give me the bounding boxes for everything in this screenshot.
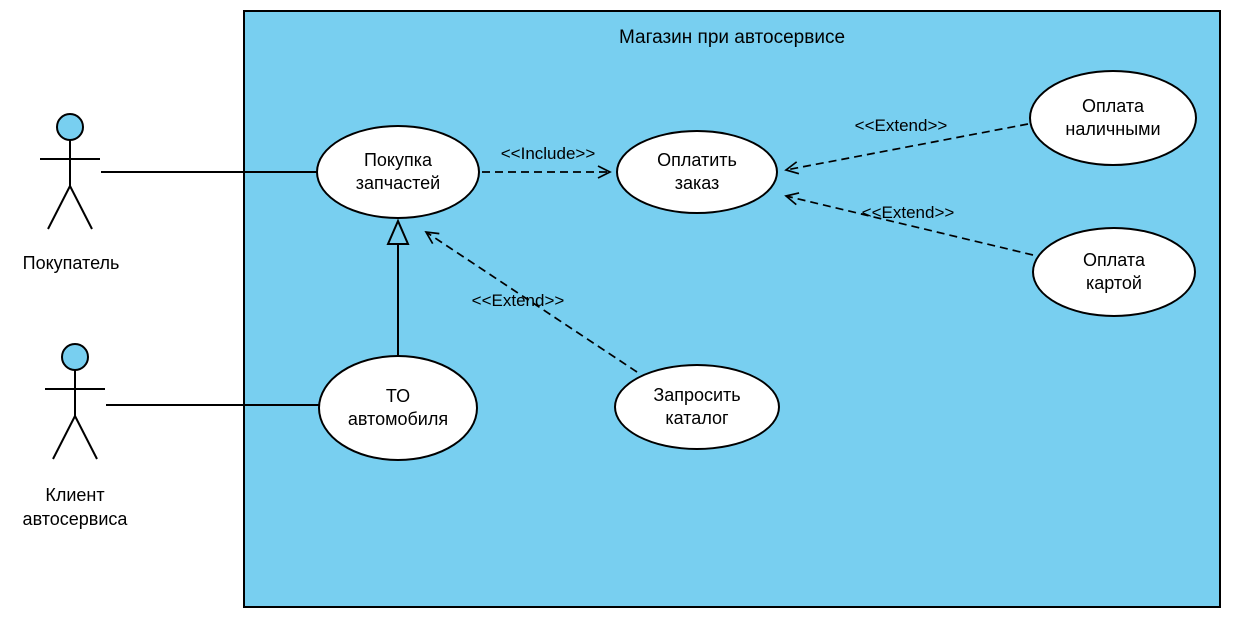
usecase-purchase-parts-label: Покупка запчастей [355,149,441,193]
actor-service-client[interactable] [45,343,105,460]
include-label: <<Include>> [500,144,596,163]
actor-buyer-label: Покупатель [22,253,120,273]
usecase-pay-card[interactable]: Оплата картой [1032,227,1196,317]
actor-service-client-leg-right [74,415,98,460]
extend-label-card: <<Extend>> [861,203,955,222]
usecase-car-maintenance[interactable]: ТО автомобиля [318,355,478,461]
usecase-pay-order-label: Оплатить заказ [657,149,737,193]
usecase-purchase-parts[interactable]: Покупка запчастей [316,125,480,219]
actor-buyer-leg-right [69,185,93,230]
extend-label-catalog: <<Extend>> [471,291,565,310]
actor-buyer-leg-left [47,185,71,230]
usecase-pay-order[interactable]: Оплатить заказ [616,130,778,214]
extend-arrow-catalog-purchase [424,230,638,373]
usecase-pay-cash[interactable]: Оплата наличными [1029,70,1197,166]
usecase-pay-card-label: Оплата картой [1083,249,1145,293]
generalization-triangle [386,218,410,245]
usecase-car-maintenance-label: ТО автомобиля [347,385,449,429]
actor-service-client-label: Клиент автосервиса [22,485,128,530]
usecase-request-catalog-label: Запросить каталог [653,384,741,428]
usecase-request-catalog[interactable]: Запросить каталог [614,364,780,450]
extend-arrow-card-pay [784,192,1034,256]
generalization-arrow-maintenance-purchase [386,218,410,356]
extend-label-cash: <<Extend>> [854,116,948,135]
system-boundary-title: Магазин при автосервисе [618,27,846,48]
actor-buyer-head [56,113,84,141]
usecase-pay-cash-label: Оплата наличными [1065,95,1161,139]
actor-service-client-leg-left [52,415,76,460]
actor-buyer[interactable] [40,113,100,230]
extend-arrow-cash-pay [784,123,1029,175]
actor-service-client-head [61,343,89,371]
